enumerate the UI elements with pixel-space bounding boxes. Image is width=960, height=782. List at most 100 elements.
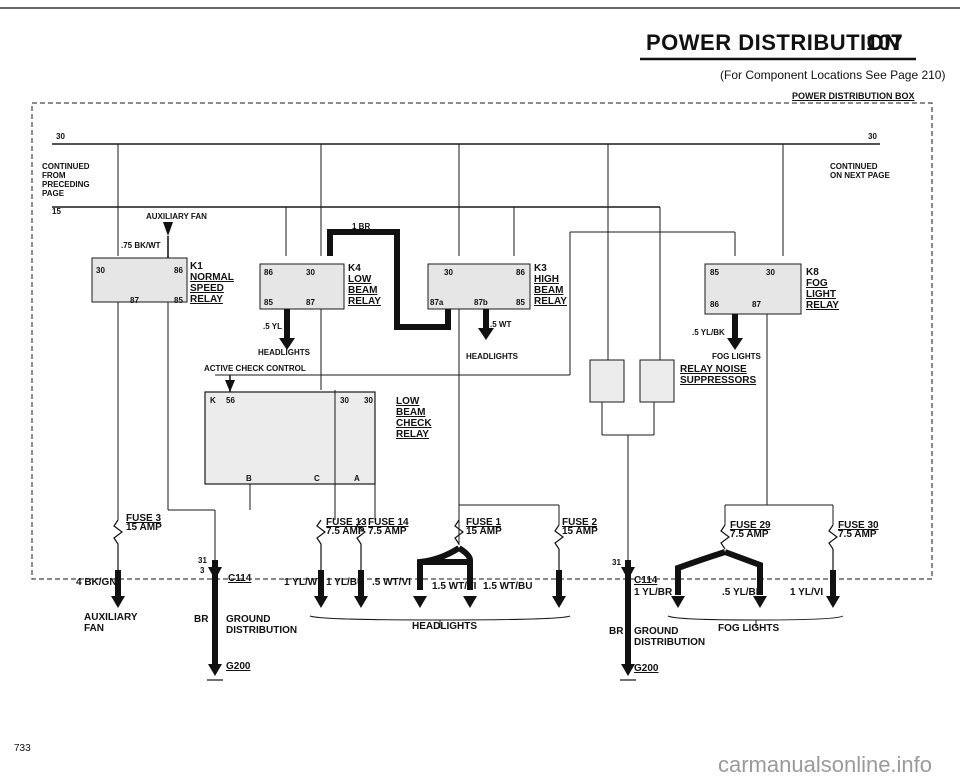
k1-pin-30: 30 <box>96 266 105 275</box>
page-subtitle: (For Component Locations See Page 210) <box>720 68 946 82</box>
ground-dist-right-label: GROUND DISTRIBUTION <box>634 626 706 648</box>
page-number: 107 <box>866 30 903 55</box>
fuse-2-rating: 15 AMP <box>562 526 598 537</box>
bus-15-label: 15 <box>52 207 61 216</box>
ground-dist-left-label: GROUND DISTRIBUTION <box>226 614 298 636</box>
aux-fan-arrow <box>163 222 173 236</box>
relay-k3-box <box>427 263 531 310</box>
g200-right-label: G200 <box>634 663 659 674</box>
k1-pin-86: 86 <box>174 266 183 275</box>
continued-from-label: CONTINUED FROM PRECEDING PAGE <box>42 162 90 198</box>
check-pin-30b: 30 <box>364 396 373 405</box>
w7-label: .5 YL/BR <box>722 587 763 598</box>
k4-out-label: .5 YL <box>263 322 282 331</box>
fuse-2-name: FUSE 2 <box>562 517 598 528</box>
fog-lights-output-label: FOG LIGHTS <box>718 623 780 634</box>
c114-left-label: C114 <box>228 573 252 584</box>
k8-pin-30: 30 <box>766 268 775 277</box>
g200-left-label: G200 <box>226 661 251 672</box>
suppressor-1 <box>589 359 625 403</box>
relay-k4-box <box>259 263 345 310</box>
check-pin-b: B <box>246 474 252 483</box>
k3-pin-87a: 87a <box>430 298 444 307</box>
k1-pin-87: 87 <box>130 296 139 305</box>
fuse-3-rating: 15 AMP <box>126 522 162 533</box>
w5-label: 1.5 WT/BU <box>483 581 533 592</box>
footer-page-ref: 733 <box>14 743 31 754</box>
output-arrows <box>111 560 840 608</box>
k8-pin-86: 86 <box>710 300 719 309</box>
k4-pin-85: 85 <box>264 298 273 307</box>
fuse-30-rating: 7.5 AMP <box>838 529 877 540</box>
bus-30-left-label: 30 <box>56 132 65 141</box>
br-jumper <box>327 229 451 330</box>
c114-left-pin-3: 3 <box>200 566 205 575</box>
aux-fan-wire-label: .75 BK/WT <box>121 241 161 250</box>
w4-label: 1.5 WT/VI <box>432 581 477 592</box>
fuse-13-name: FUSE 13 <box>326 517 367 528</box>
page-title: POWER DISTRIBUTION <box>646 30 901 55</box>
k3-out-label: .5 WT <box>490 320 512 329</box>
k4-pin-30: 30 <box>306 268 315 277</box>
fuse-29-rating: 7.5 AMP <box>730 529 769 540</box>
k3-name: HIGH BEAM RELAY <box>534 274 567 307</box>
k3-pin-85: 85 <box>516 298 525 307</box>
active-check-label: ACTIVE CHECK CONTROL <box>204 364 306 373</box>
br-left-label: BR <box>194 614 209 625</box>
k8-id: K8 <box>806 267 819 278</box>
c114-right-pin-31: 31 <box>612 558 621 567</box>
k1-id: K1 <box>190 261 203 272</box>
check-pin-a: A <box>354 474 360 483</box>
k4-name: LOW BEAM RELAY <box>348 274 381 307</box>
k8-name: FOG LIGHT RELAY <box>806 278 839 311</box>
fuse-symbols <box>113 519 838 570</box>
k3-pin-30: 30 <box>444 268 453 277</box>
k3-pin-87b: 87b <box>474 298 488 307</box>
headlights-brace <box>309 615 571 628</box>
check-pin-56: 56 <box>226 396 235 405</box>
fuse-30-name: FUSE 30 <box>838 520 879 531</box>
relay-k8-box <box>704 263 802 315</box>
fuse-3-name: FUSE 3 <box>126 513 162 524</box>
w6-label: 1 YL/BR <box>634 587 673 598</box>
continued-on-label: CONTINUED ON NEXT PAGE <box>830 162 890 180</box>
c114-left-pin-31: 31 <box>198 556 207 565</box>
fuse-13-rating: 7.5 AMP <box>326 526 365 537</box>
k4-id: K4 <box>348 263 361 274</box>
bus-30-right-label: 30 <box>868 132 877 141</box>
k8-out-label: .5 YL/BK <box>692 328 725 337</box>
fog-lights-top-label: FOG LIGHTS <box>712 352 761 361</box>
w1-label: 1 YL/WT <box>284 577 324 588</box>
relay-k1-box <box>91 257 188 303</box>
fuse-1-name: FUSE 1 <box>466 517 502 528</box>
k3-pin-86: 86 <box>516 268 525 277</box>
check-pin-c: C <box>314 474 320 483</box>
check-relay-name: LOW BEAM CHECK RELAY <box>396 396 432 440</box>
fog-split <box>675 549 726 595</box>
headlights-label-2: HEADLIGHTS <box>466 352 518 361</box>
br-wire-label: 1 BR <box>352 222 371 231</box>
c114-right-label: C114 <box>634 575 658 586</box>
aux-fan-label: AUXILIARY FAN <box>84 612 138 634</box>
aux-fan-top-label: AUXILIARY FAN <box>146 212 207 221</box>
w8-label: 1 YL/VI <box>790 587 824 598</box>
noise-suppressors-label: RELAY NOISE SUPPRESSORS <box>680 364 757 386</box>
headlights-label-1: HEADLIGHTS <box>258 348 310 357</box>
fuse-14-rating: 7.5 AMP <box>368 526 407 537</box>
k4-pin-87: 87 <box>306 298 315 307</box>
k4-pin-86: 86 <box>264 268 273 277</box>
distribution-box-outline <box>31 102 933 580</box>
k8-pin-85: 85 <box>710 268 719 277</box>
fuse-29-name: FUSE 29 <box>730 520 771 531</box>
suppressor-2 <box>639 359 675 403</box>
check-pin-30a: 30 <box>340 396 349 405</box>
fan-wire-label: 4 BK/GN <box>76 577 117 588</box>
headlights-output-label: HEADLIGHTS <box>412 621 477 632</box>
